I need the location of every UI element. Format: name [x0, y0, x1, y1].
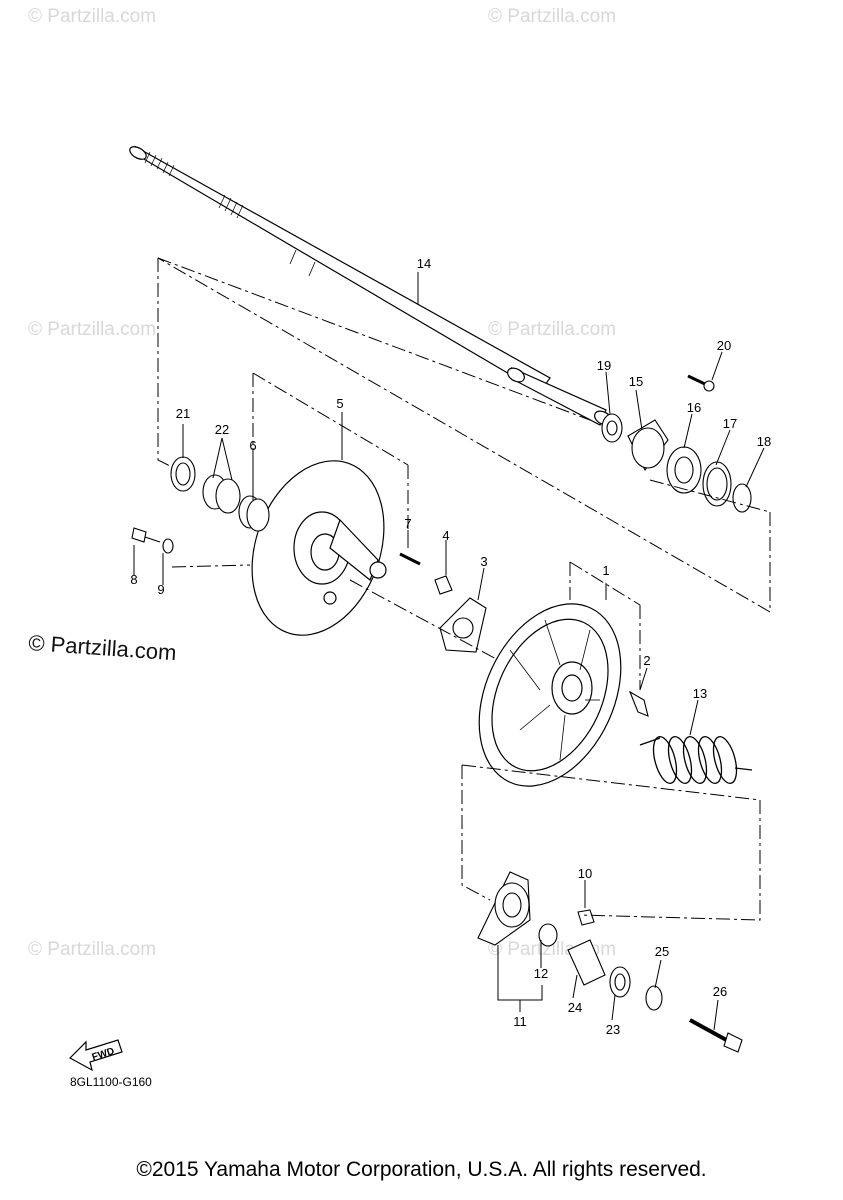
watermark-text: © Partzilla.com [28, 630, 178, 665]
callout-2: 2 [643, 653, 650, 668]
fwd-arrow-icon: FWD [69, 1039, 123, 1072]
callout-6: 6 [249, 438, 256, 453]
callout-3: 3 [480, 554, 487, 569]
callout-11: 11 [513, 1014, 527, 1029]
watermark-text: © Partzilla.com [28, 939, 156, 960]
callout-14: 14 [417, 256, 431, 271]
sheave-flange [251, 460, 387, 636]
diagram-code: 8GL1100-G160 [70, 1075, 152, 1089]
callout-15: 15 [629, 374, 643, 389]
callout-21: 21 [176, 406, 190, 421]
callout-1: 1 [602, 563, 609, 578]
callout-18: 18 [757, 434, 771, 449]
phantom-lines [157, 257, 771, 921]
drive-shaft [129, 145, 612, 426]
watermark-text: © Partzilla.com [28, 319, 156, 340]
secondary-sheave [478, 603, 622, 787]
callout-19: 19 [597, 358, 611, 373]
spring [639, 736, 753, 784]
callout-24: 24 [568, 1000, 582, 1015]
watermark-text: © Partzilla.com [28, 6, 156, 27]
callout-20: 20 [717, 338, 731, 353]
callout-12: 12 [534, 966, 548, 981]
copyright-text: ©2015 Yamaha Motor Corporation, U.S.A. A… [136, 1158, 707, 1181]
watermark-text: © Partzilla.com [488, 319, 616, 340]
callout-26: 26 [713, 984, 727, 999]
callout-5: 5 [336, 396, 343, 411]
callouts: 1 2 3 4 5 6 7 8 9 10 11 12 13 14 15 16 1… [130, 256, 771, 1037]
callout-25: 25 [655, 944, 669, 959]
leader-lines [133, 272, 765, 1031]
callout-8: 8 [130, 572, 137, 587]
callout-9: 9 [157, 582, 164, 597]
callout-13: 13 [693, 686, 707, 701]
callout-22: 22 [215, 422, 229, 437]
callout-4: 4 [442, 528, 449, 543]
callout-23: 23 [606, 1022, 620, 1037]
callout-10: 10 [578, 866, 592, 881]
small-parts [131, 374, 752, 1053]
watermark-text: © Partzilla.com [488, 6, 616, 27]
callout-7: 7 [404, 516, 411, 531]
callout-16: 16 [687, 400, 701, 415]
callout-17: 17 [723, 416, 737, 431]
